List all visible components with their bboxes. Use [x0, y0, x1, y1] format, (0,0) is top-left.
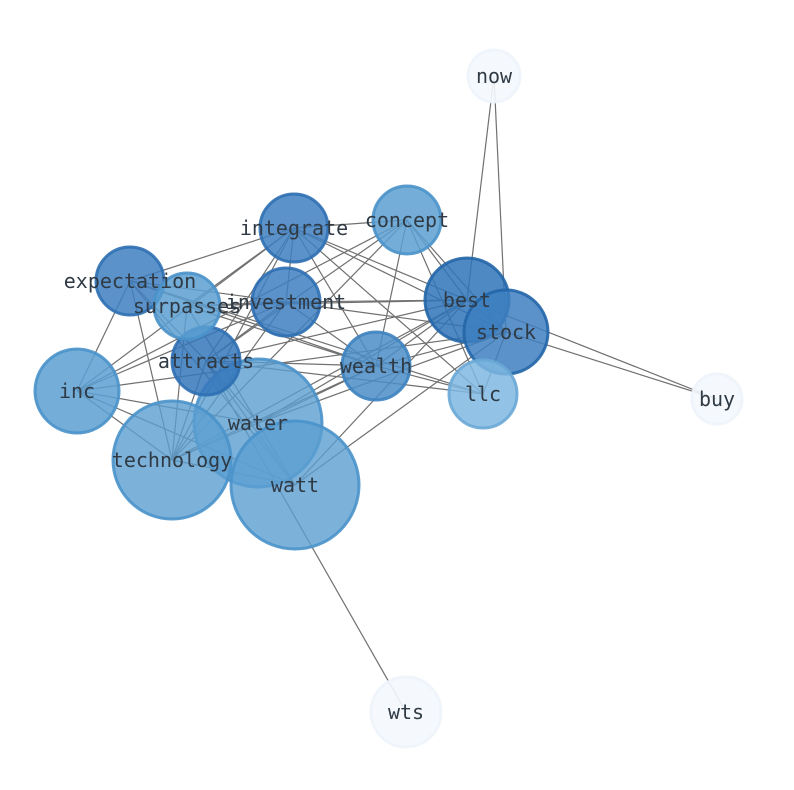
edge-best-attracts	[205, 299, 468, 362]
edge-integrate-llc	[293, 227, 484, 395]
node-buy[interactable]	[690, 372, 744, 426]
node-label-expectation: expectation	[64, 269, 196, 293]
node-now[interactable]	[466, 48, 522, 104]
node-circle-buy[interactable]	[690, 372, 744, 426]
node-circle-concept[interactable]	[371, 184, 443, 256]
node-circle-investment[interactable]	[250, 266, 322, 338]
node-label-wts: wts	[388, 700, 424, 724]
node-circle-llc[interactable]	[447, 358, 519, 430]
node-label-attracts: attracts	[158, 349, 254, 373]
node-layer: nowconceptintegrateexpectationsurpassesi…	[33, 48, 744, 749]
node-wealth[interactable]	[340, 330, 412, 402]
node-label-stock: stock	[476, 320, 536, 344]
node-label-buy: buy	[699, 387, 735, 411]
node-label-investment: investment	[226, 290, 346, 314]
node-circle-integrate[interactable]	[258, 192, 330, 264]
node-circle-wealth[interactable]	[340, 330, 412, 402]
edge-stock-inc	[76, 331, 507, 392]
node-wts[interactable]	[369, 675, 443, 749]
node-label-wealth: wealth	[340, 354, 412, 378]
node-circle-inc[interactable]	[33, 347, 121, 435]
node-label-surpasses: surpasses	[133, 294, 241, 318]
node-label-now: now	[476, 64, 513, 88]
node-llc[interactable]	[447, 358, 519, 430]
node-integrate[interactable]	[258, 192, 330, 264]
node-technology[interactable]	[111, 399, 233, 521]
node-label-water: water	[228, 411, 288, 435]
node-circle-now[interactable]	[466, 48, 522, 104]
node-label-technology: technology	[112, 448, 232, 472]
node-label-integrate: integrate	[240, 216, 348, 240]
node-circle-technology[interactable]	[111, 399, 233, 521]
node-label-llc: llc	[465, 382, 501, 406]
node-investment[interactable]	[250, 266, 322, 338]
node-concept[interactable]	[371, 184, 443, 256]
node-circle-watt[interactable]	[229, 419, 361, 551]
node-surpasses[interactable]	[152, 271, 222, 341]
node-inc[interactable]	[33, 347, 121, 435]
node-watt[interactable]	[229, 419, 361, 551]
node-label-watt: watt	[271, 473, 319, 497]
node-circle-wts[interactable]	[369, 675, 443, 749]
node-label-concept: concept	[365, 208, 449, 232]
node-label-inc: inc	[59, 379, 95, 403]
node-label-best: best	[443, 288, 491, 312]
edge-concept-inc	[76, 219, 408, 392]
node-circle-surpasses[interactable]	[152, 271, 222, 341]
